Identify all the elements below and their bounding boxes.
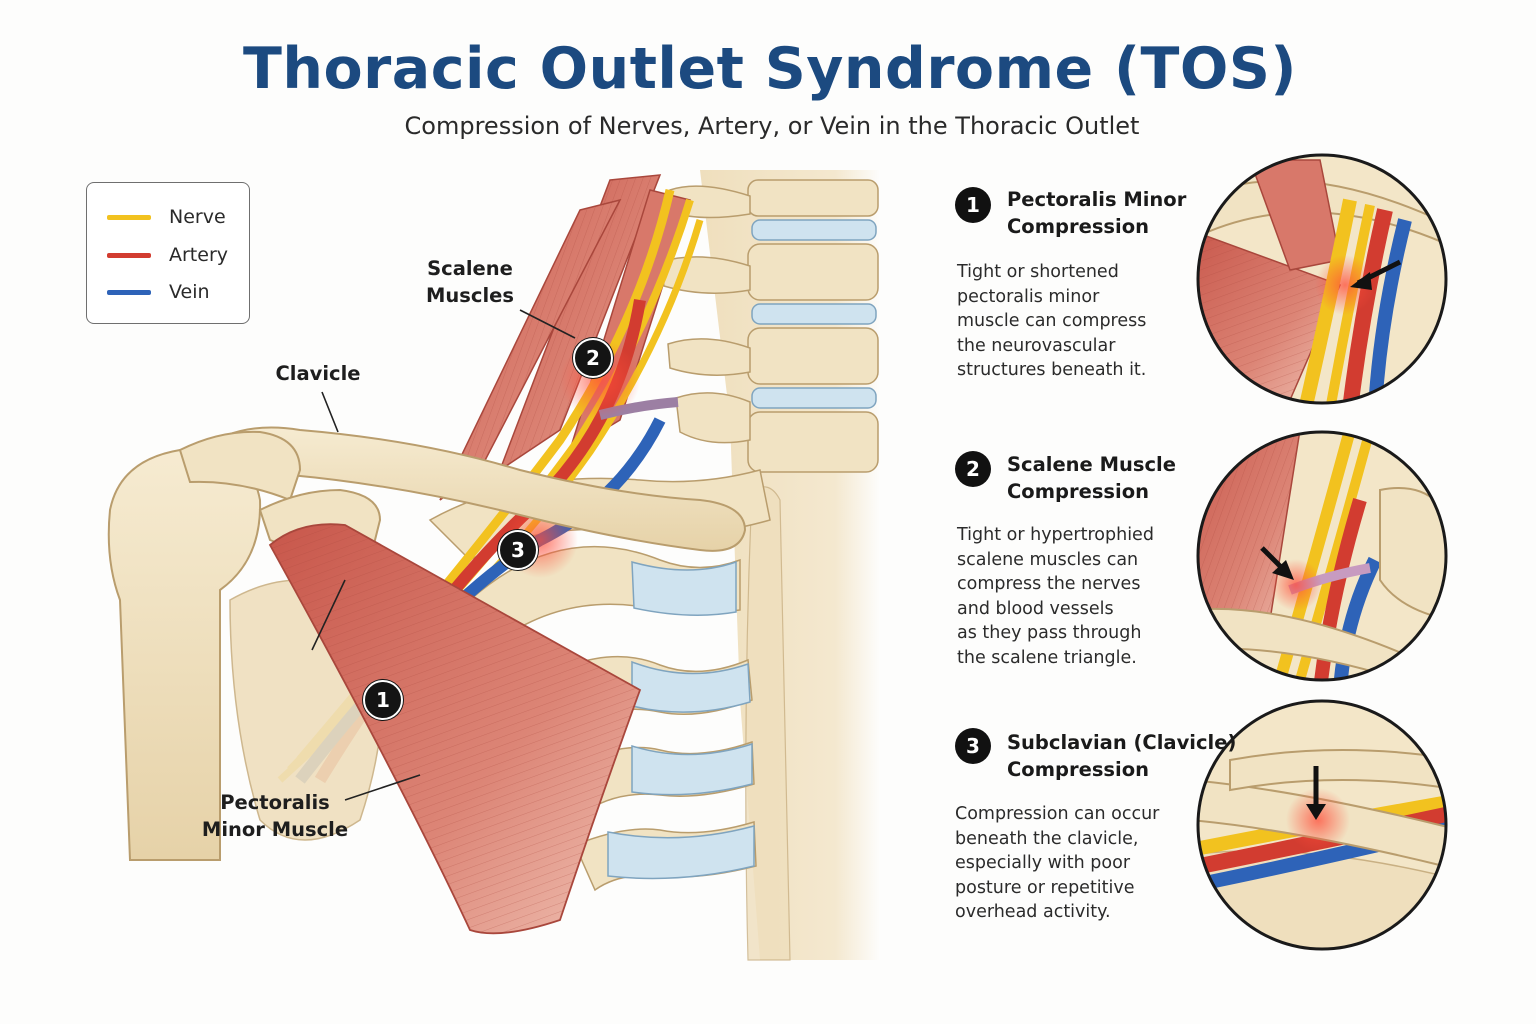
label-pectoralis-minor: Pectoralis Minor Muscle	[201, 791, 349, 841]
nerve-swatch	[107, 214, 151, 220]
label-scalene-muscles: Scalene Muscles	[426, 257, 514, 307]
inset-scalene	[1196, 430, 1448, 682]
inset-pectoralis-minor	[1196, 153, 1448, 405]
clavicle	[198, 426, 747, 552]
leader-lines	[311, 309, 576, 801]
page-title: Thoracic Outlet Syndrome (TOS)	[243, 36, 1297, 102]
spine	[659, 170, 880, 961]
section-3-heading: Subclavian (Clavicle) Compression	[1007, 731, 1237, 781]
legend-label: Vein	[169, 281, 210, 303]
legend-label: Nerve	[169, 206, 226, 228]
pectoralis-minor	[268, 523, 642, 935]
artery-swatch	[107, 252, 151, 258]
legend-item-artery: Artery	[107, 243, 228, 267]
legend-item-vein: Vein	[107, 280, 210, 304]
legend: Nerve Artery Vein	[86, 182, 250, 324]
legend-item-nerve: Nerve	[107, 205, 226, 229]
badge-subclavian: 3	[498, 530, 538, 570]
section-2-number: 2	[955, 451, 991, 487]
section-2-heading: Scalene Muscle Compression	[1007, 453, 1176, 503]
legend-label: Artery	[169, 244, 229, 266]
section-1-description: Tight or shortened pectoralis minor musc…	[957, 262, 1147, 380]
section-3-description: Compression can occur beneath the clavic…	[955, 804, 1160, 922]
label-clavicle: Clavicle	[275, 362, 361, 385]
section-1-number: 1	[955, 187, 991, 223]
page-subtitle: Compression of Nerves, Artery, or Vein i…	[404, 112, 1140, 140]
badge-pectoralis: 1	[363, 680, 403, 720]
section-2-description: Tight or hypertrophied scalene muscles c…	[957, 525, 1154, 668]
badge-scalene: 2	[573, 338, 613, 378]
scalene-muscles	[439, 174, 691, 501]
section-1-heading: Pectoralis Minor Compression	[1007, 188, 1187, 238]
section-3-number: 3	[955, 728, 991, 764]
vein-swatch	[107, 289, 151, 295]
